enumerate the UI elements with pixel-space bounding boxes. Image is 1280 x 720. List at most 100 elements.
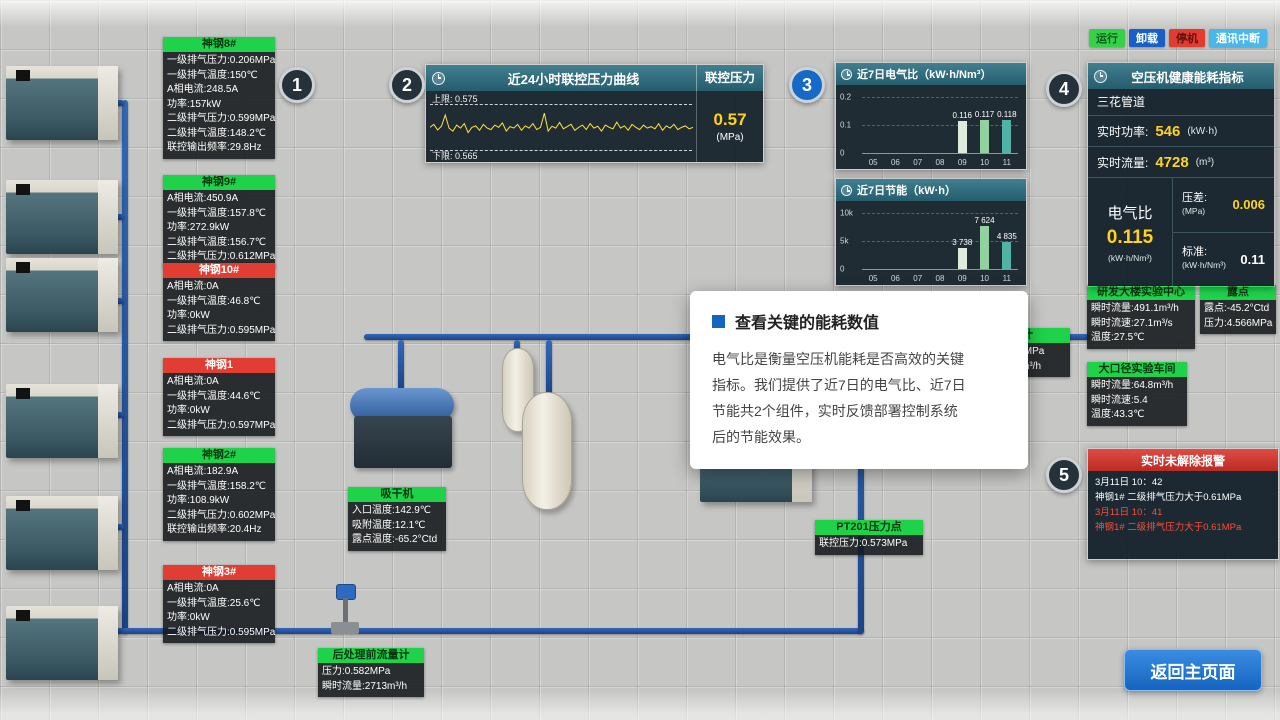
grid-line [862, 153, 1018, 154]
bar-slot [884, 213, 906, 269]
clock-icon [1094, 69, 1107, 83]
back-to-home-button[interactable]: 返回主页面 [1124, 649, 1262, 691]
station-name: PT201压力点 [815, 520, 923, 535]
lower-limit-label: 下限: 0.565 [432, 151, 478, 161]
bar-value-label: 7 624 [974, 216, 995, 226]
reading-line: 温度:27.5℃ [1091, 332, 1145, 343]
clock-icon [841, 184, 852, 196]
reading-line: 二级排气压力:0.597MPa [167, 419, 276, 431]
reading-line: 瞬时流量:491.1m³/h [1091, 303, 1179, 314]
compressor-machine [6, 606, 118, 680]
reading-line: 瞬时流量:64.8m³/h [1091, 380, 1174, 391]
reading-line: 瞬时流速:5.4 [1091, 394, 1148, 406]
legend-chip-通讯中断: 通讯中断 [1209, 29, 1267, 47]
reading-line: 功率:272.9kW [167, 222, 230, 233]
x-tick-label: 07 [913, 274, 923, 283]
y-tick-label: 0 [840, 148, 845, 158]
bar-slot: 4 835 [996, 213, 1018, 269]
reading-line: 功率:157kW [167, 98, 221, 110]
x-tick-label: 11 [1002, 274, 1011, 283]
step-marker-5[interactable]: 5 [1046, 457, 1082, 493]
health-kpi-panel: 空压机健康能耗指标 三花管道 实时功率: 546 (kW·h) 实时流量: 47… [1087, 62, 1275, 287]
station-name: 露点 [1200, 285, 1276, 300]
station-label: 露点露点:-45.2°Ctd 压力:4.566MPa [1200, 285, 1276, 334]
reading-line: 压力:4.566MPa [1204, 317, 1273, 329]
reading-line: A相电流:248.5A [167, 84, 239, 95]
pressure-curve-panel: 近24小时联控压力曲线 联控压力 上限: 0.575 下限: 0.565 0.5… [425, 64, 764, 163]
bar-slot [907, 213, 929, 269]
y-tick-label: 0.1 [840, 120, 852, 130]
x-tick-label: 05 [868, 274, 878, 283]
pressure-diff-unit: (MPa) [1182, 205, 1206, 216]
reading-line: 温度:43.3℃ [1091, 409, 1145, 420]
pressure-line-chart [430, 105, 693, 149]
pipe-segment [122, 628, 864, 634]
reading-line: 露点温度:-65.2°Ctd [352, 534, 438, 545]
reading-line: 一级排气温度:158.2℃ [167, 480, 267, 492]
step-marker-1[interactable]: 1 [279, 67, 315, 103]
pressure-curve-plot: 上限: 0.575 下限: 0.565 [426, 91, 696, 162]
bar-value-label: 0.117 [974, 110, 995, 120]
ratio-kpi-label: 电气比 [1107, 204, 1153, 222]
bar: 3 738 [952, 238, 972, 269]
pressure-diff-label: 压差: [1182, 191, 1208, 204]
pipe-segment [122, 100, 128, 634]
flow-meter-base [331, 622, 359, 634]
compressor-name: 神钢10# [163, 263, 275, 278]
pressure-value-box: 0.57 (MPa) [696, 91, 763, 162]
station-name: 研发大楼实验中心 [1087, 285, 1195, 300]
reading-line: A相电流:0A [167, 583, 219, 594]
tutorial-popup: 查看关键的能耗数值 电气比是衡量空压机能耗是否高效的关键指标。我们提供了近7日的… [690, 291, 1028, 469]
step-marker-4[interactable]: 4 [1046, 71, 1082, 107]
station-label: PT201压力点联控压力:0.573MPa [815, 520, 923, 555]
upper-limit-line [430, 104, 692, 105]
tutorial-popup-title: 查看关键的能耗数值 [735, 315, 880, 332]
legend-chip-卸载: 卸载 [1129, 29, 1165, 47]
standard-ratio-value: 0.11 [1240, 251, 1265, 267]
health-kpi-title: 空压机健康能耗指标 [1131, 70, 1244, 85]
reading-line: 二级排气压力:0.599MPa [167, 113, 276, 124]
air-dryer-frame [354, 416, 452, 468]
y-tick-label: 10k [840, 208, 853, 218]
reading-line: 一级排气温度:46.8℃ [167, 295, 261, 307]
bar-slot [862, 213, 884, 269]
alarm-panel-title: 实时未解除报警 [1140, 453, 1225, 468]
alarm-time: 3月11日 10：41 [1095, 507, 1163, 518]
step-marker-2[interactable]: 2 [389, 67, 425, 103]
x-tick-label: 11 [1002, 158, 1011, 167]
bar-value-label: 3 738 [952, 238, 973, 248]
station-name: 吸干机 [348, 487, 446, 502]
bar: 0.116 [953, 111, 972, 153]
grid-line [862, 97, 1018, 98]
flow-value: 4728 [1155, 153, 1189, 171]
bar-slot: 0.118 [996, 97, 1018, 153]
reading-line: 功率:0kW [167, 612, 210, 623]
x-tick-label: 10 [980, 158, 989, 167]
bar: 0.117 [975, 110, 994, 153]
alarm-time: 3月11日 10：42 [1095, 477, 1163, 488]
step-marker-3[interactable]: 3 [789, 67, 825, 103]
flow-meter-pole [343, 598, 348, 626]
status-legend: 运行卸载停机通讯中断 [1089, 29, 1267, 47]
pipe-selector[interactable]: 三花管道 [1088, 89, 1274, 116]
x-tick-label: 05 [868, 158, 878, 167]
x-tick-label: 06 [890, 158, 900, 167]
upper-limit-label: 上限: 0.575 [432, 94, 478, 104]
pressure-side-title: 联控压力 [696, 65, 763, 91]
reading-line: 露点:-45.2°Ctd [1204, 303, 1270, 314]
bar-slot [929, 97, 951, 153]
reading-line: 压力:0.582MPa [322, 666, 391, 677]
bar-slot: 0.117 [973, 97, 995, 153]
x-tick-label: 08 [935, 158, 945, 167]
flow-label: 实时流量: [1097, 155, 1149, 170]
